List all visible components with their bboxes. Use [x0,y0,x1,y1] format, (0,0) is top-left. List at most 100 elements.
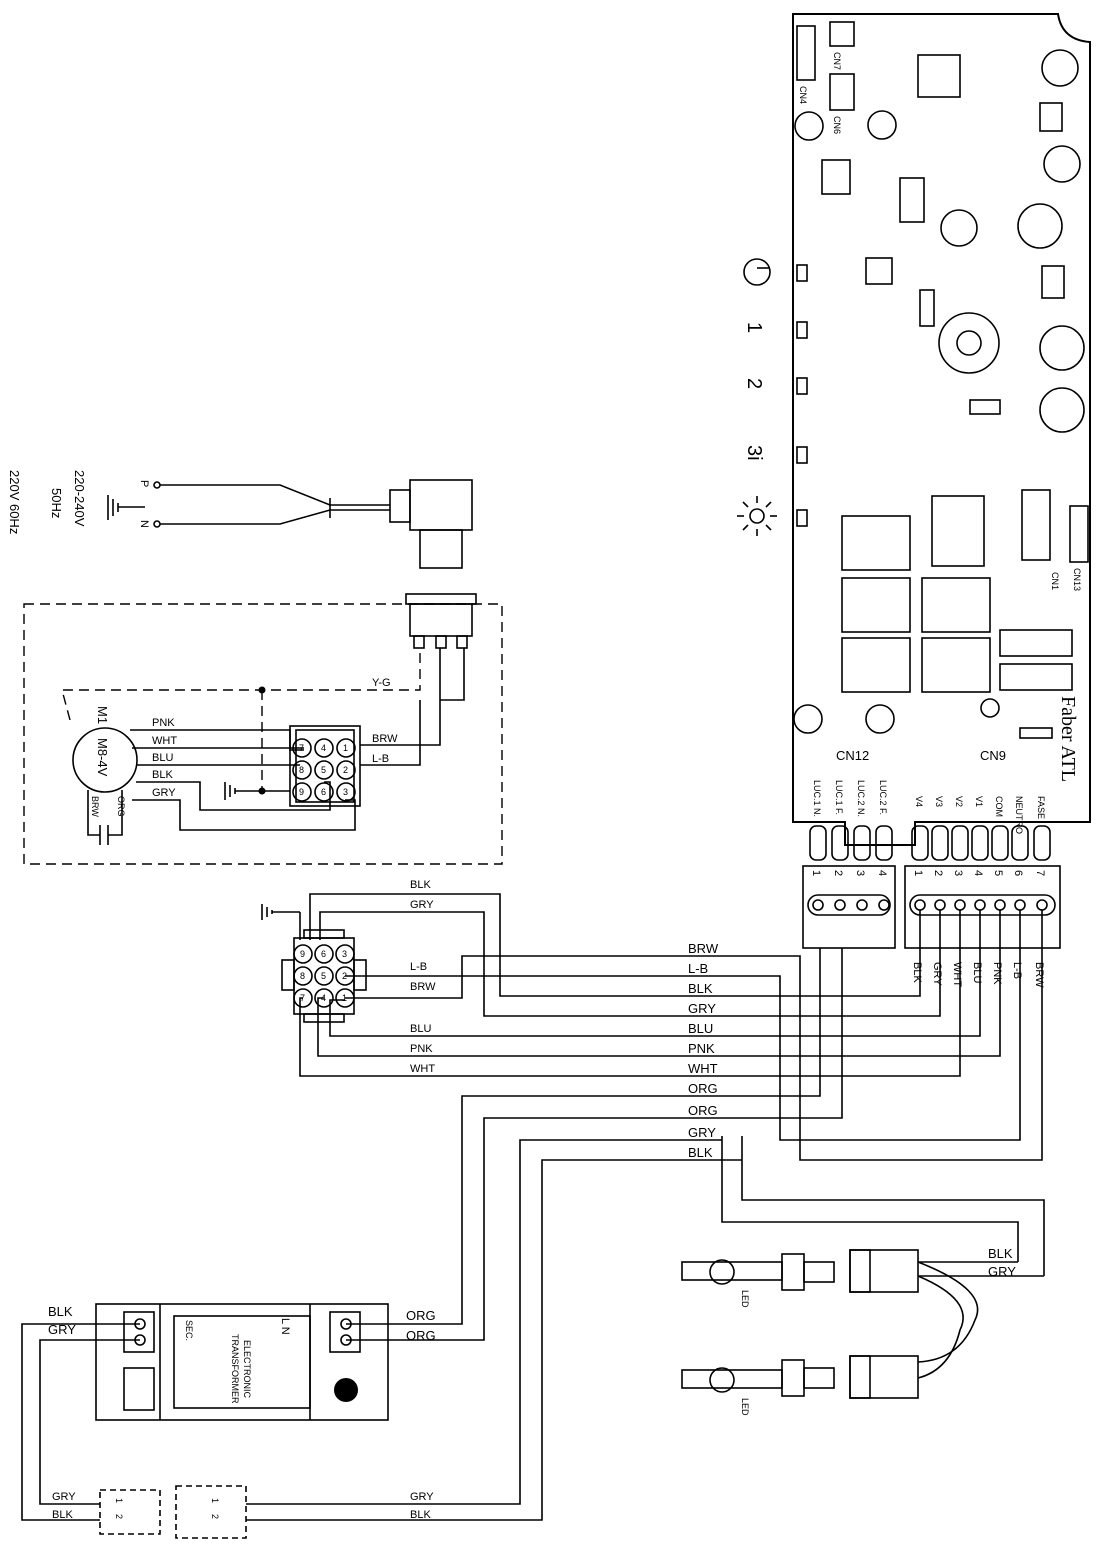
speed-3i: 3i [743,445,765,461]
pin [314,944,334,964]
bus-wire-label: BLK [688,1145,713,1160]
board-brand: Faber ATL [1057,696,1079,782]
pin [314,760,334,780]
supply-voltage: 220-240V [72,470,87,527]
cn6 [829,73,855,111]
pin [293,944,313,964]
svg-text:GRY: GRY [48,1322,76,1337]
bus-wire-label: ORG [688,1103,718,1118]
cn9-wire-label: BLU [971,962,983,983]
power-plug: P N [107,479,477,649]
cn12-pin-label: LUC.2 N. [856,780,866,817]
cn9-pin-label: COM [994,796,1004,817]
pin [335,944,355,964]
pin-number: 7 [300,993,305,1003]
bus-wire-label: BRW [688,941,719,956]
bus-wire [329,910,981,1037]
svg-text:LED: LED [740,1398,750,1416]
cn12-pin-label: LUC.1 N. [812,780,822,817]
pin-number: 5 [321,971,326,981]
svg-text:BLK: BLK [48,1304,73,1319]
svg-text:BLK: BLK [410,1509,431,1521]
led-assembly: BLK BLK GRY LED LED [681,1136,1045,1416]
bus-wire [319,910,941,1017]
cn12-pin-label: LUC.2 F. [878,780,888,815]
earth-wire [61,650,421,721]
terminal-number: 5 [992,870,1004,876]
motor-wire-pnk: PNK [152,717,175,729]
pin [335,988,355,1008]
neutral-label: N [138,520,150,528]
svg-text:GRY: GRY [410,1491,434,1503]
svg-text:BLK: BLK [410,879,431,891]
terminal-screw [934,899,946,911]
motor-wire-gry: GRY [152,787,176,799]
pin [292,738,312,758]
svg-text:CN6: CN6 [832,116,842,134]
cn12-socket [831,825,849,861]
motor-id: M1 [95,706,110,724]
svg-text:WHT: WHT [410,1063,435,1075]
terminal-number: 1 [912,870,924,876]
svg-text:CN7: CN7 [832,52,842,70]
terminal-screw [834,899,846,911]
motor-model: M8-4V [95,738,110,777]
terminal-number: 4 [876,870,888,876]
svg-text:BLK: BLK [988,1246,1013,1261]
svg-text:BLK: BLK [52,1509,73,1521]
terminal-number: 3 [854,870,866,876]
pin-number: 4 [321,993,326,1003]
label-lb: L-B [372,753,389,765]
bus-wire [299,910,961,1077]
pin [314,988,334,1008]
power-icon [743,258,771,286]
svg-text:2: 2 [114,1514,124,1519]
svg-text:SEC.: SEC. [184,1320,194,1341]
terminal-number: 2 [832,870,844,876]
supply-label: 220-240V 50Hz 220V 60Hz [7,470,87,534]
bus-wire-label: BLK [688,981,713,996]
cn9-pin-label: V3 [934,796,944,807]
motor-wires: PNK WHT BLU BLK GRY [130,717,356,831]
supply-alt: 220V 60Hz [7,470,22,534]
terminal-screw [878,899,890,911]
pin-number: 5 [321,765,326,775]
cn9-wire-label: PNK [991,962,1003,985]
phase-label: P [138,480,150,487]
pin [314,966,334,986]
cn9-wire-label: L-B [1011,962,1023,979]
pin-number: 6 [321,787,326,797]
terminal-number: 6 [1012,870,1024,876]
svg-text:GRY: GRY [52,1491,76,1503]
cn9-pin-label: V1 [974,796,984,807]
bus-wire-label: GRY [688,1125,716,1140]
svg-text:ORG: ORG [406,1308,436,1323]
bus-wire-label: WHT [688,1061,718,1076]
svg-text:2: 2 [210,1514,220,1519]
cn9-socket [931,825,949,861]
cn4-label: CN4 [798,86,808,104]
cn12-pin-label: LUC.1 F. [834,780,844,815]
pin-number: 8 [299,765,304,775]
cn9-wire-label: BRW [1033,962,1045,988]
svg-text:1: 1 [210,1498,220,1503]
pin-number: 4 [321,743,326,753]
pin-number: 9 [300,949,305,959]
svg-text:BLU: BLU [410,1023,431,1035]
pin [292,782,312,802]
cn9-socket [1033,825,1051,861]
terminal-screw [856,899,868,911]
terminal-number: 3 [952,870,964,876]
svg-text:ELECTRONIC: ELECTRONIC [242,1340,252,1399]
label-yg: Y-G [372,677,391,689]
pin-number: 8 [300,971,305,981]
cn9-socket [911,825,929,861]
terminal-screw [1014,899,1026,911]
speed-1: 1 [743,322,765,333]
motor-wire-wht: WHT [152,735,177,747]
svg-text:PNK: PNK [410,1043,433,1055]
